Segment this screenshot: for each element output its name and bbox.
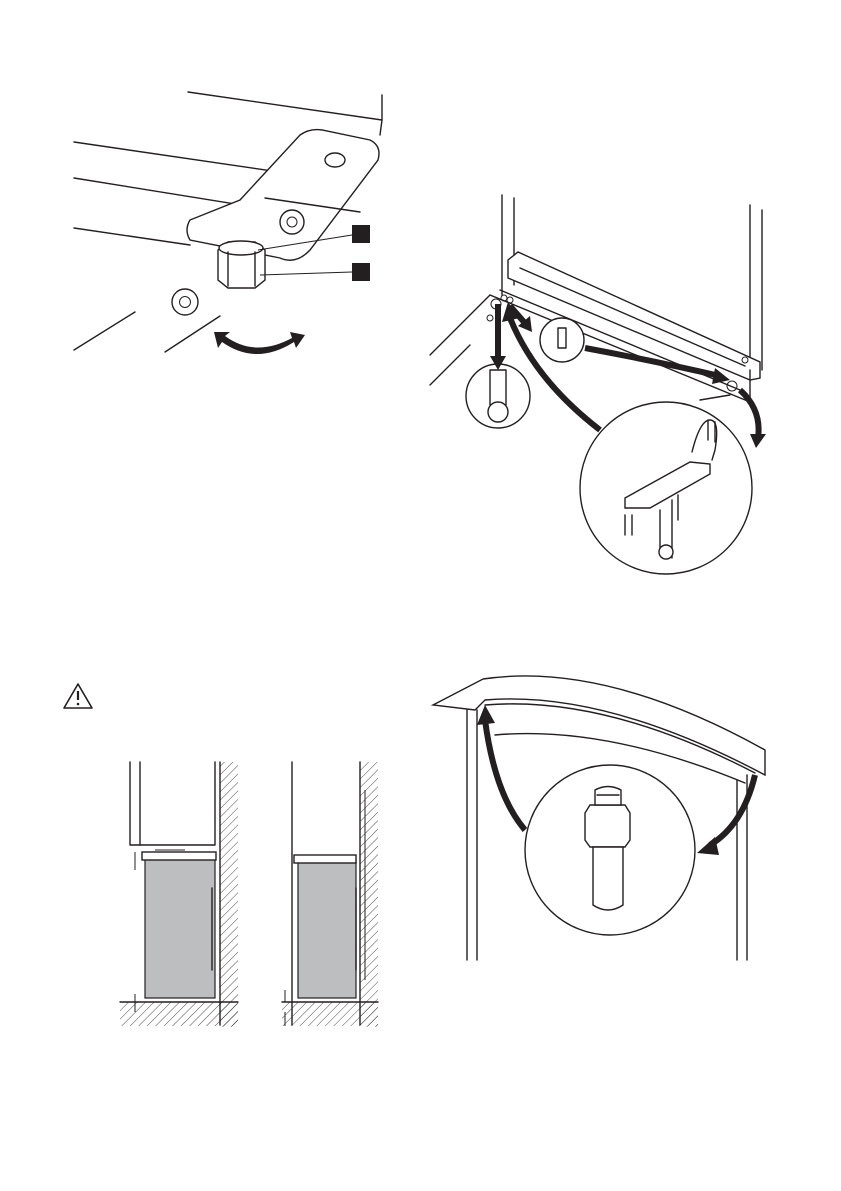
rotate-arrow-icon — [214, 332, 305, 354]
figure-door-reversal — [410, 190, 830, 580]
figure-top-hinge-pin — [425, 665, 765, 965]
marker-1 — [352, 225, 370, 243]
figure-adjustable-foot — [60, 80, 400, 370]
figure-ventilation — [60, 680, 400, 1040]
marker-2 — [352, 263, 370, 281]
warning-triangle-icon — [64, 684, 92, 708]
ventilation-variant-built-in — [120, 762, 238, 1027]
ventilation-variant-free — [282, 762, 378, 1027]
